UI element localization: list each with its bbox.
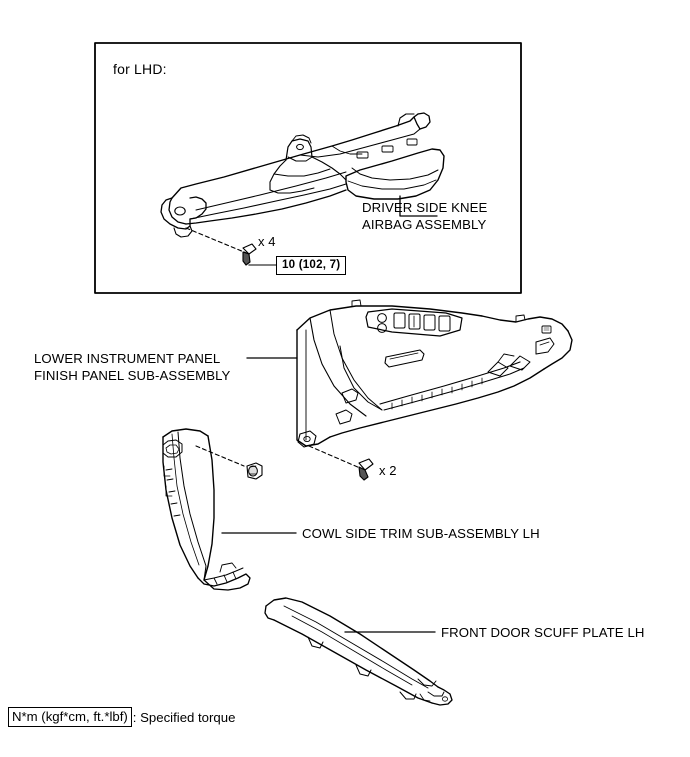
label-cowl-side-trim: COWL SIDE TRIM SUB-ASSEMBLY LH (302, 526, 540, 541)
label-front-door-scuff-plate: FRONT DOOR SCUFF PLATE LH (441, 625, 645, 640)
dashed-line-instrument-panel-bolt (308, 445, 361, 469)
leader-knee-airbag (399, 195, 438, 217)
label-lower-instrument-panel-line1: LOWER INSTRUMENT PANEL (34, 351, 221, 366)
label-driver-side-knee-airbag-line1: DRIVER SIDE KNEE (362, 200, 488, 215)
label-lower-instrument-panel-line2: FINISH PANEL SUB-ASSEMBLY (34, 368, 231, 383)
torque-legend-unit: N*m (kgf*cm, ft.*lbf) (8, 707, 132, 727)
dashed-line-knee-airbag-bolt (185, 227, 245, 253)
lhd-inset-border (94, 42, 522, 294)
torque-legend: N*m (kgf*cm, ft.*lbf) : Specified torque (8, 707, 235, 727)
cowl-trim-clip-icon (246, 462, 263, 480)
front-door-scuff-plate-artwork (264, 597, 453, 706)
torque-legend-description: : Specified torque (132, 709, 236, 725)
lhd-inset-caption: for LHD: (113, 61, 167, 77)
knee-airbag-assembly-artwork (160, 112, 445, 238)
lower-instrument-panel-artwork (296, 299, 573, 448)
quantity-instrument-panel-bolt: x 2 (379, 463, 397, 478)
knee-airbag-bolt-icon (242, 243, 257, 266)
dashed-line-cowl-trim-clip (195, 445, 245, 467)
torque-spec-box: 10 (102, 7) (276, 256, 347, 275)
instrument-panel-bolt-icon (358, 458, 374, 481)
cowl-side-trim-artwork (162, 428, 251, 591)
quantity-knee-airbag-bolt: x 4 (258, 234, 276, 249)
label-driver-side-knee-airbag-line2: AIRBAG ASSEMBLY (362, 217, 487, 232)
